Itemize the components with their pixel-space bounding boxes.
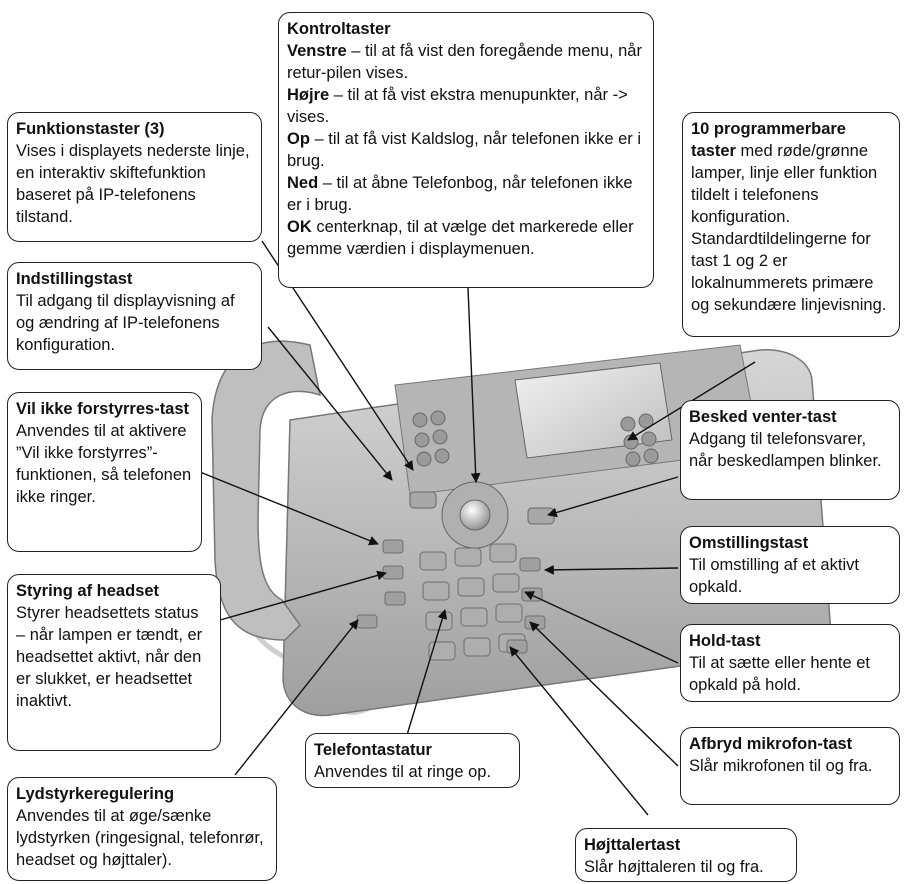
callout-title: Højttalertast: [584, 836, 681, 854]
callout-title: 10 programmerbare taster: [691, 120, 846, 160]
leader-lines: [199, 240, 756, 816]
callout-besked-venter: Besked venter-tast Adgang til telefonsva…: [680, 400, 900, 500]
callout-text: Til omstilling af et aktivt opkald.: [689, 556, 859, 596]
callout-title: Funktionstaster (3): [16, 120, 165, 138]
callout-text: Slår højttaleren til og fra.: [584, 858, 764, 876]
callout-title: Styring af headset: [16, 582, 160, 600]
callout-headset: Styring af headset Styrer headsettets st…: [7, 574, 221, 751]
callout-title: Omstillingstast: [689, 534, 809, 552]
callout-text: Anvendes til at ringe op.: [314, 763, 492, 781]
message-key: [527, 507, 555, 525]
callout-title: Vil ikke forstyrres-tast: [16, 400, 190, 418]
callout-title: Telefontastatur: [314, 741, 432, 759]
keypad: [419, 543, 526, 661]
callout-title: Lydstyrkeregulering: [16, 785, 175, 803]
callout-item-venstre: Venstre – til at få vist den foregående …: [287, 42, 642, 82]
callout-title: Besked venter-tast: [689, 408, 837, 426]
callout-indstillingstast: Indstillingstast Til adgang til displayv…: [7, 262, 262, 370]
callout-funktionstaster: Funktionstaster (3) Vises i displayets n…: [7, 112, 262, 242]
callout-hojttalertast: Højttalertast Slår højttaleren til og fr…: [575, 828, 797, 882]
callout-title: Hold-tast: [689, 632, 761, 650]
callout-text: Anvendes til at aktivere ”Vil ikke forst…: [16, 422, 192, 506]
callout-title: Kontroltaster: [287, 20, 391, 38]
ok-button: [459, 499, 491, 531]
callout-afbryd-mikrofon: Afbryd mikrofon-tast Slår mikrofonen til…: [680, 727, 900, 805]
callout-title: Indstillingstast: [16, 270, 133, 288]
callout-text: med røde/grønne lamper, linje eller funk…: [691, 142, 887, 314]
callout-text: Styrer headsettets status – når lampen e…: [16, 604, 203, 710]
callout-title: Afbryd mikrofon-tast: [689, 735, 853, 753]
callout-item-ok: OK centerknap, til at vælge det markered…: [287, 218, 634, 258]
settings-key: [409, 491, 437, 509]
callout-telefontastatur: Telefontastatur Anvendes til at ringe op…: [305, 733, 520, 788]
callout-vil-ikke-forstyrres: Vil ikke forstyrres-tast Anvendes til at…: [7, 392, 202, 552]
callout-item-op: Op – til at få vist Kaldslog, når telefo…: [287, 130, 642, 170]
callout-text: Slår mikrofonen til og fra.: [689, 757, 873, 775]
callout-text: Til adgang til displayvisning af og ændr…: [16, 292, 235, 354]
callout-omstillingstast: Omstillingstast Til omstilling af et akt…: [680, 526, 900, 604]
callout-text: Til at sætte eller hente et opkald på ho…: [689, 654, 870, 694]
callout-programmerbare: 10 programmerbare taster med røde/grønne…: [682, 112, 900, 337]
handset: [211, 340, 321, 641]
callout-item-ned: Ned – til at åbne Telefonbog, når telefo…: [287, 174, 633, 214]
callout-item-hojre: Højre – til at få vist ekstra menupunkte…: [287, 86, 628, 126]
callout-text: Vises i displayets nederste linje, en in…: [16, 142, 250, 226]
callout-hold: Hold-tast Til at sætte eller hente et op…: [680, 624, 900, 702]
callout-lydstyrke: Lydstyrkeregulering Anvendes til at øge/…: [7, 777, 277, 881]
callout-text: Anvendes til at øge/sænke lydstyrken (ri…: [16, 807, 264, 869]
callout-text: Adgang til telefonsvarer, når beskedlamp…: [689, 430, 882, 470]
callout-kontroltaster: Kontroltaster Venstre – til at få vist d…: [278, 12, 654, 288]
